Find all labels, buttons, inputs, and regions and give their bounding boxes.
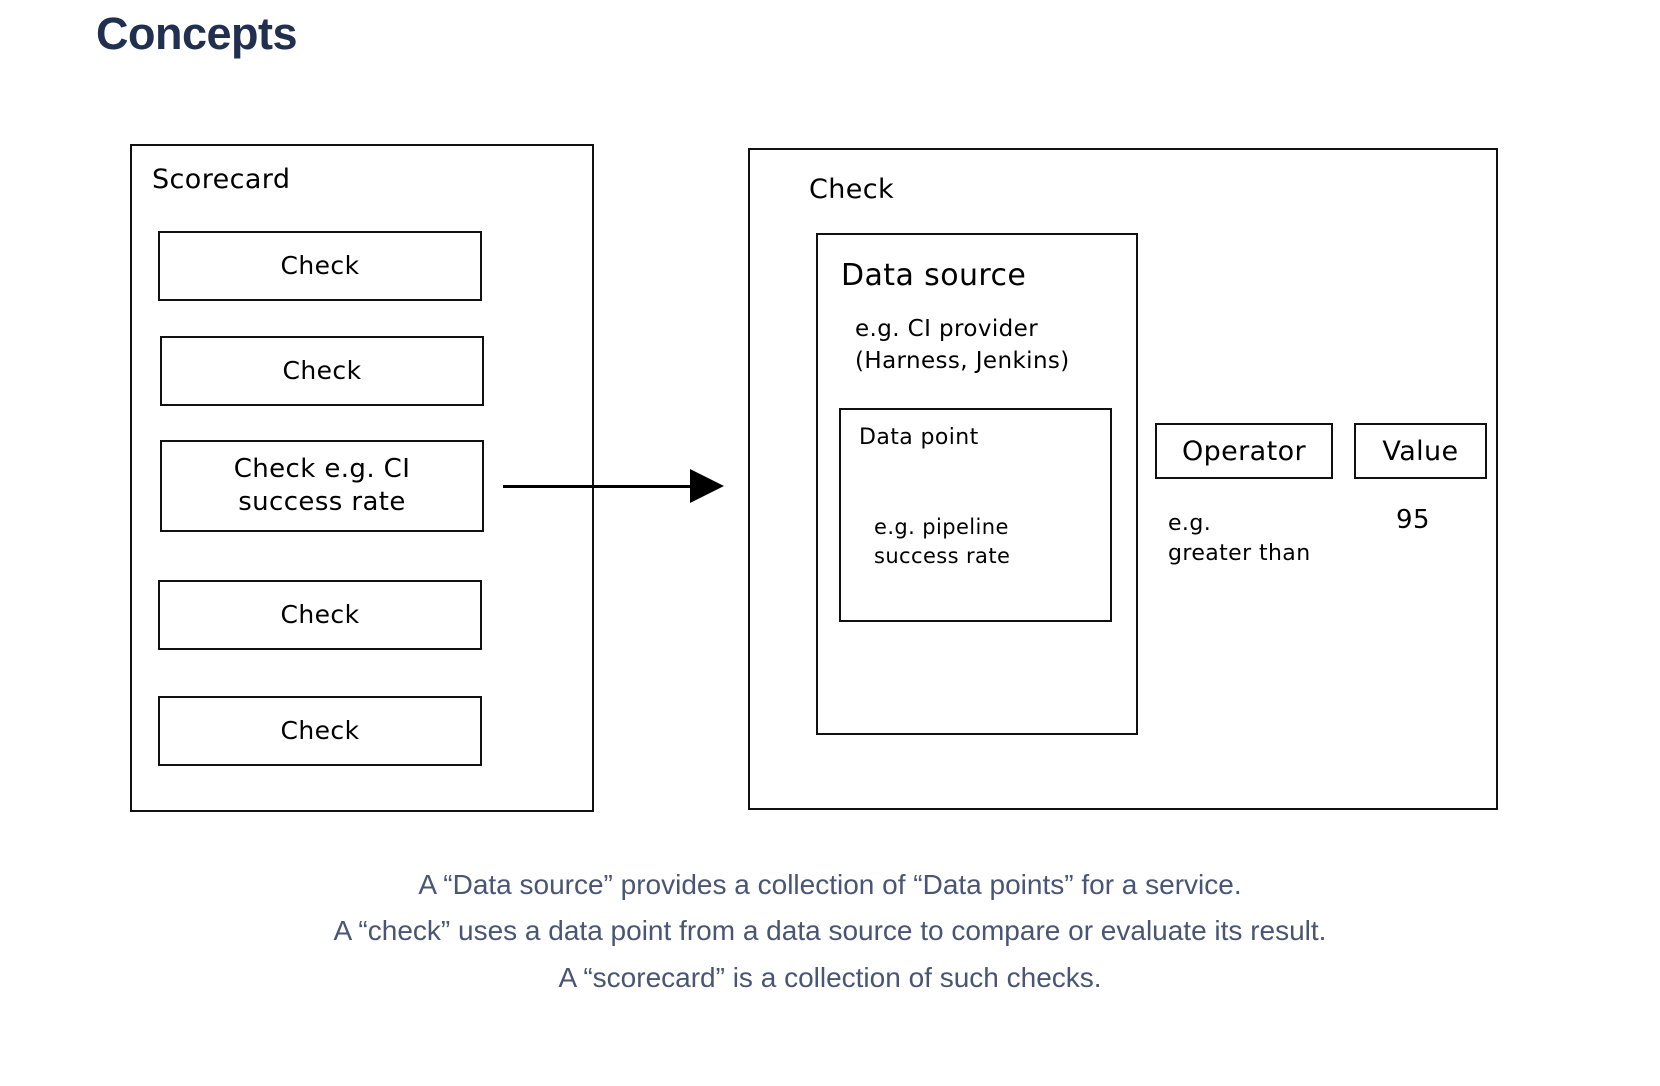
page-title: Concepts <box>96 8 298 59</box>
caption-line-3: A “scorecard” is a collection of such ch… <box>558 961 1102 993</box>
data-source-title: Data source <box>841 258 1027 293</box>
scorecard-check-item: Check <box>158 231 482 301</box>
check-definition-label: Check <box>809 174 895 205</box>
check-item-label: Check e.g. CI success rate <box>233 453 411 517</box>
data-point-container <box>839 408 1112 622</box>
data-source-example: e.g. CI provider (Harness, Jenkins) <box>855 316 1070 374</box>
arrow-right-head-icon <box>690 469 724 503</box>
check-item-label: Check <box>282 356 362 385</box>
caption-line-1: A “Data source” provides a collection of… <box>418 869 1242 900</box>
caption-line-2: A “check” uses a data point from a data … <box>333 915 1327 947</box>
operator-example: e.g. greater than <box>1168 511 1311 566</box>
operator-container: Operator <box>1155 423 1333 479</box>
check-item-label: Check <box>280 716 360 745</box>
check-item-label: Check <box>280 600 360 629</box>
data-point-example: e.g. pipeline success rate <box>874 515 1011 568</box>
scorecard-check-item-highlighted: Check e.g. CI success rate <box>160 440 484 532</box>
check-item-label: Check <box>280 251 360 280</box>
caption: A “Data source” provides a collection of… <box>0 862 1660 1001</box>
concepts-diagram: Scorecard Check Check Check e.g. CI succ… <box>130 144 1498 812</box>
value-example: 95 <box>1396 505 1430 535</box>
value-container: Value <box>1354 423 1487 479</box>
scorecard-label: Scorecard <box>152 164 291 195</box>
scorecard-check-item: Check <box>158 696 482 766</box>
value-label: Value <box>1382 435 1459 467</box>
data-point-title: Data point <box>859 425 979 450</box>
scorecard-check-item: Check <box>160 336 484 406</box>
operator-label: Operator <box>1181 435 1307 467</box>
scorecard-check-item: Check <box>158 580 482 650</box>
arrow-right-icon <box>503 485 693 488</box>
